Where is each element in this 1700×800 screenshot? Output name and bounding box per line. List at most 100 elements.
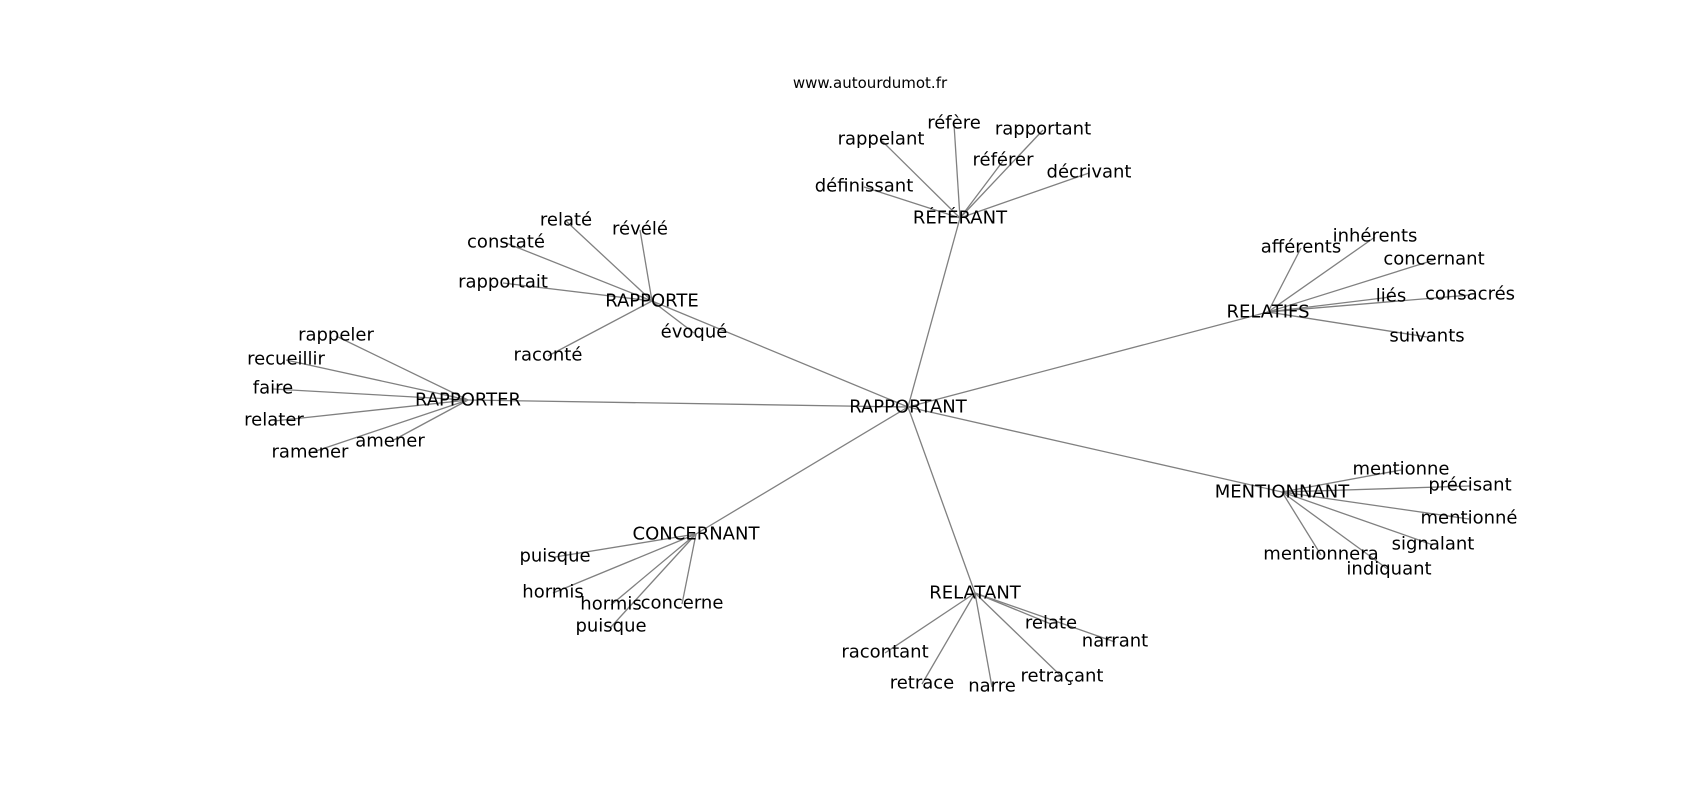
edge-mentionnant-word bbox=[1281, 469, 1402, 493]
word-node: révélé bbox=[612, 219, 668, 240]
word-node: mentionne bbox=[1353, 459, 1450, 480]
word-node: puisque bbox=[575, 616, 646, 637]
edge-rapporter-word bbox=[285, 359, 469, 401]
edge-relatifs-word bbox=[1267, 259, 1435, 313]
word-node: évoqué bbox=[661, 322, 728, 343]
edge-relatant-word bbox=[974, 592, 1063, 678]
word-node: rapportait bbox=[458, 272, 548, 293]
word-node: hormis bbox=[522, 582, 583, 603]
center-node: RAPPORTANT bbox=[849, 397, 968, 418]
edge-center-rapporter bbox=[467, 399, 909, 408]
edge-center-concernant bbox=[695, 406, 909, 535]
edge-mentionnant-word bbox=[1281, 491, 1390, 571]
word-node: rappeler bbox=[298, 325, 374, 346]
word-node: constaté bbox=[467, 232, 545, 253]
word-node: inhérents bbox=[1333, 226, 1418, 247]
edge-concernant-word bbox=[610, 533, 697, 606]
edge-mentionnant-word bbox=[1281, 485, 1471, 493]
graph-edges bbox=[272, 123, 1471, 688]
word-node: afférents bbox=[1261, 237, 1341, 258]
word-node: concerne bbox=[641, 593, 724, 614]
source-watermark: www.autourdumot.fr bbox=[793, 74, 948, 92]
node-mentionnant: MENTIONNANT bbox=[1215, 482, 1351, 503]
edge-concernant-word bbox=[554, 533, 697, 558]
edge-rapporte-word bbox=[547, 300, 653, 357]
word-node: consacrés bbox=[1425, 284, 1515, 305]
word-node: hormis bbox=[580, 594, 641, 615]
edge-center-mentionnant bbox=[907, 406, 1283, 493]
word-node: retraçant bbox=[1021, 666, 1104, 687]
edge-referant-word bbox=[953, 123, 961, 219]
edge-rapporte-word bbox=[639, 229, 653, 302]
word-node: relate bbox=[1025, 613, 1077, 634]
edge-concernant-word bbox=[610, 533, 697, 628]
word-node: suivants bbox=[1389, 326, 1464, 347]
edge-center-referant bbox=[907, 217, 961, 408]
word-node: relater bbox=[244, 410, 304, 431]
edge-referant-word bbox=[863, 186, 961, 219]
edge-rapporte-word bbox=[651, 300, 695, 334]
graph-labels: www.autourdumot.fr RÉFÉRANT rappelantréfè… bbox=[244, 74, 1517, 697]
edge-mentionnant-word bbox=[1281, 491, 1322, 556]
edge-relatant-word bbox=[974, 592, 993, 688]
word-node: retrace bbox=[890, 673, 955, 694]
word-node: indiquant bbox=[1346, 559, 1431, 580]
node-concernant: CONCERNANT bbox=[633, 524, 761, 545]
edge-rapporter-word bbox=[389, 399, 469, 443]
edge-referant-word bbox=[880, 139, 961, 219]
edge-center-relatifs bbox=[907, 311, 1269, 408]
edge-mentionnant-word bbox=[1281, 491, 1434, 546]
word-node: référer bbox=[973, 150, 1035, 171]
word-node: réfère bbox=[927, 113, 981, 134]
edge-rapporter-word bbox=[309, 399, 469, 454]
edge-referant-word bbox=[959, 172, 1090, 219]
edge-rapporte-word bbox=[565, 220, 653, 302]
word-node: recueillir bbox=[247, 349, 325, 370]
edge-center-relatant bbox=[907, 406, 976, 594]
edge-rapporter-word bbox=[335, 335, 469, 401]
word-node: racontant bbox=[841, 642, 928, 663]
word-node: faire bbox=[253, 378, 293, 399]
edge-referant-word bbox=[959, 160, 1004, 219]
edge-rapporter-word bbox=[273, 399, 469, 422]
edge-rapporter-word bbox=[272, 388, 469, 401]
word-node: narrant bbox=[1082, 631, 1148, 652]
word-node: signalant bbox=[1392, 534, 1475, 555]
word-node: relaté bbox=[540, 210, 592, 231]
edge-mentionnant-word bbox=[1281, 491, 1470, 520]
word-node: rappelant bbox=[838, 129, 925, 150]
edge-relatifs-word bbox=[1267, 236, 1376, 313]
word-node: précisant bbox=[1428, 475, 1511, 496]
word-node: amener bbox=[355, 431, 425, 452]
edge-concernant-word bbox=[681, 533, 697, 605]
edge-relatifs-word bbox=[1267, 311, 1428, 338]
word-node: raconté bbox=[514, 345, 583, 366]
word-node: puisque bbox=[519, 546, 590, 567]
edge-relatant-word bbox=[884, 592, 976, 654]
edge-center-rapporte bbox=[651, 300, 909, 408]
word-node: rapportant bbox=[995, 119, 1091, 140]
word-node: mentionnera bbox=[1263, 544, 1378, 565]
word-node: concernant bbox=[1383, 249, 1484, 270]
edge-relatant-word bbox=[921, 592, 976, 685]
word-node: mentionné bbox=[1421, 508, 1518, 529]
node-referant: RÉFÉRANT bbox=[913, 207, 1008, 229]
edge-relatant-word bbox=[974, 592, 1052, 625]
edge-concernant-word bbox=[552, 533, 697, 594]
word-node: définissant bbox=[815, 176, 914, 197]
edge-relatifs-word bbox=[1267, 247, 1302, 313]
edge-rapporte-word bbox=[505, 242, 653, 302]
word-node: ramener bbox=[272, 442, 350, 463]
word-node: décrivant bbox=[1047, 162, 1132, 183]
edge-relatifs-word bbox=[1267, 296, 1392, 313]
node-relatant: RELATANT bbox=[929, 583, 1022, 604]
node-relatifs: RELATIFS bbox=[1226, 302, 1309, 323]
word-node: liés bbox=[1376, 286, 1406, 307]
node-rapporte: RAPPORTE bbox=[605, 291, 699, 312]
edge-referant-word bbox=[959, 129, 1044, 219]
node-rapporter: RAPPORTER bbox=[415, 390, 521, 411]
word-node: narre bbox=[968, 676, 1016, 697]
edge-rapporte-word bbox=[502, 282, 653, 302]
edge-relatant-word bbox=[974, 592, 1116, 643]
